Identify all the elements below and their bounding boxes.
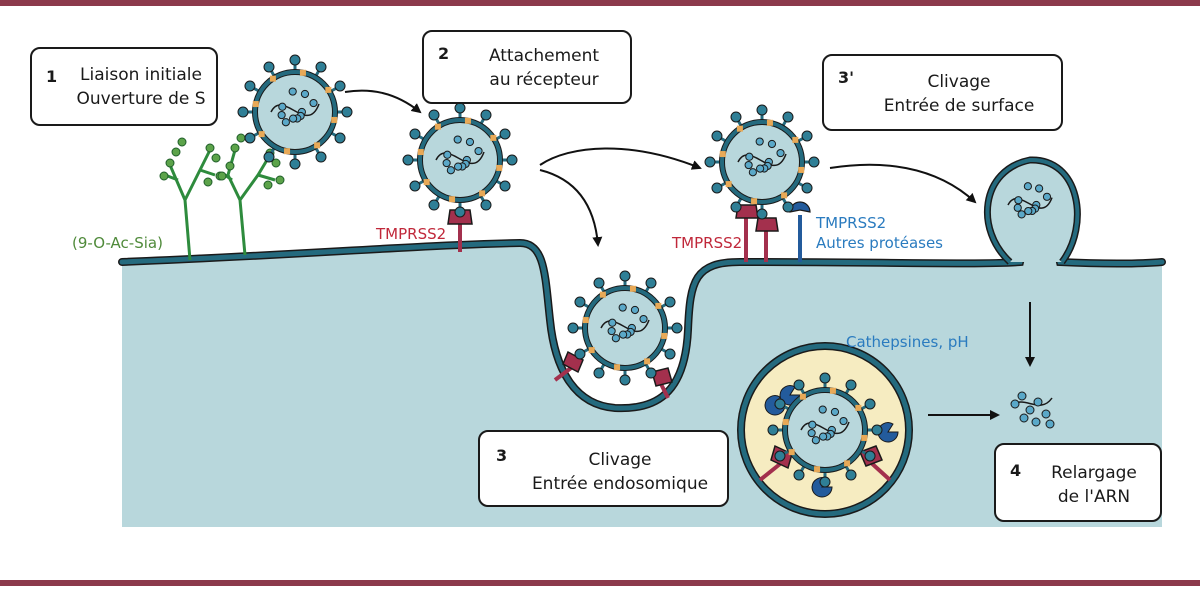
step-1-line1: Liaison initiale bbox=[80, 65, 202, 85]
step-3prime-number: 3' bbox=[838, 68, 855, 87]
step-4-line2: de l'ARN bbox=[1057, 487, 1131, 507]
step-2-number: 2 bbox=[438, 44, 450, 63]
sialic-acid-chains bbox=[164, 149, 276, 261]
step-4-number: 4 bbox=[1010, 461, 1022, 480]
virion-budding-core bbox=[1007, 182, 1053, 219]
step-4-line1: Relargage bbox=[1051, 463, 1137, 483]
step-3prime-line2: Entrée de surface bbox=[883, 96, 1035, 116]
receptors bbox=[447, 204, 892, 482]
virion-invaginating bbox=[567, 270, 683, 386]
step-3-box: 3 Clivage Entrée endosomique bbox=[478, 430, 729, 507]
virion-attached bbox=[402, 102, 518, 218]
step-4-text: Relargage de l'ARN bbox=[1032, 461, 1156, 509]
virion-free bbox=[237, 54, 353, 170]
tmprss2-label-attachment: TMPRSS2 bbox=[376, 225, 447, 243]
step-3-text: Clivage Entrée endosomique bbox=[520, 448, 720, 496]
virion-surface-cleavage bbox=[704, 104, 820, 220]
step-1-number: 1 bbox=[46, 67, 58, 86]
step-2-line1: Attachement bbox=[488, 46, 600, 66]
step-2-box: 2 Attachement au récepteur bbox=[422, 30, 632, 104]
arrow-2-to-3 bbox=[539, 169, 603, 247]
virions bbox=[237, 54, 1053, 488]
step-1-box: 1 Liaison initiale Ouverture de S bbox=[30, 47, 218, 126]
released-rna bbox=[1010, 391, 1055, 429]
other-proteases-label: Autres protéases bbox=[816, 234, 943, 252]
process-arrows bbox=[344, 89, 1035, 420]
top-frame-rule bbox=[0, 0, 1200, 6]
step-1-text: Liaison initiale Ouverture de S bbox=[68, 63, 214, 111]
sialic-acid-label: (9-O-Ac-Sia) bbox=[72, 234, 163, 252]
bottom-frame-rule bbox=[0, 580, 1200, 586]
arrow-3prime-to-bud bbox=[829, 163, 977, 204]
step-3-line2: Entrée endosomique bbox=[531, 474, 709, 494]
step-4-box: 4 Relargage de l'ARN bbox=[994, 443, 1162, 522]
arrow-2-to-3prime bbox=[539, 147, 702, 170]
step-1-line2: Ouverture de S bbox=[76, 89, 206, 109]
step-2-text: Attachement au récepteur bbox=[464, 44, 624, 92]
virion-endosomal bbox=[767, 372, 883, 488]
step-3-line1: Clivage bbox=[588, 450, 652, 470]
tmprss2-label-other: TMPRSS2 bbox=[816, 214, 887, 232]
cathepsins-label: Cathepsines, pH bbox=[846, 333, 969, 351]
other-protease bbox=[789, 201, 811, 262]
tmprss2-label-surface: TMPRSS2 bbox=[672, 234, 743, 252]
step-2-line2: au récepteur bbox=[489, 70, 599, 90]
arrow-1-to-2 bbox=[344, 89, 422, 114]
step-3prime-box: 3' Clivage Entrée de surface bbox=[822, 54, 1063, 131]
sialic-acid-beads bbox=[159, 133, 285, 190]
step-3-number: 3 bbox=[496, 446, 508, 465]
step-3prime-text: Clivage Entrée de surface bbox=[864, 70, 1054, 118]
step-3prime-line1: Clivage bbox=[927, 72, 991, 92]
